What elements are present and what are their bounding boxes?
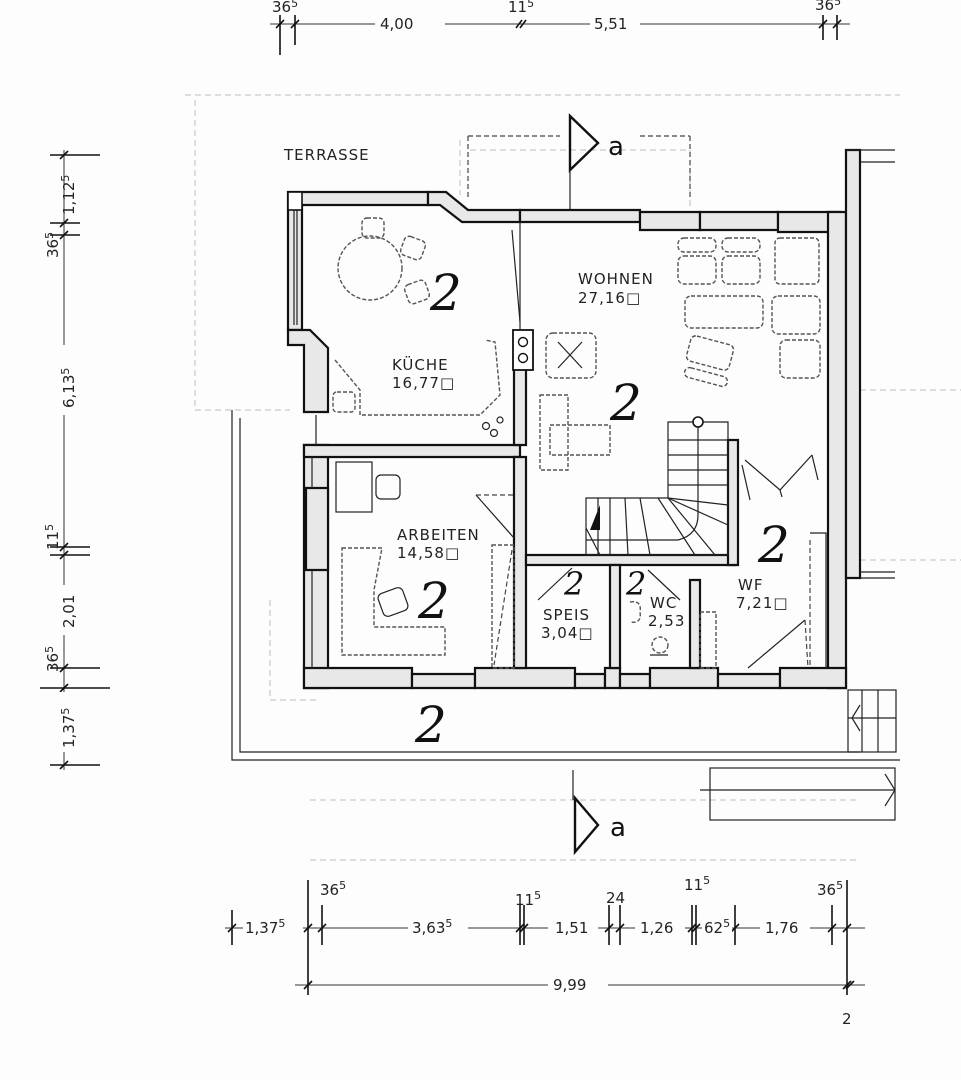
room-area: 14,58 [397, 544, 445, 562]
bottom-dim-5: 1,51 [555, 919, 588, 937]
svg-text:625: 625 [704, 917, 730, 937]
patio-outline [231, 410, 900, 821]
room-name: ARBEITEN [397, 526, 480, 544]
ghost-upper-floor [185, 94, 961, 861]
left-dim-4: 11 [44, 531, 62, 550]
svg-text:3,04□: 3,04□ [541, 624, 594, 642]
room-mark: 2 [625, 565, 646, 603]
svg-text:365: 365 [43, 232, 62, 258]
overall-length: 9,99 [553, 976, 586, 994]
bottom-dim-9: 62 [704, 919, 723, 937]
room-mark: 2 [429, 264, 462, 322]
exterior-walls [286, 148, 895, 690]
room-area: 27,16 [578, 289, 626, 307]
top-dim-3: 11 [508, 0, 527, 16]
staircase [585, 416, 729, 556]
section-marker-bottom: a [572, 770, 626, 856]
left-dim-5: 2,01 [60, 595, 78, 628]
room-speis: SPEIS 3,04□ 2 [541, 565, 594, 642]
svg-text:7,21□: 7,21□ [736, 594, 789, 612]
patio-mark: 2 [414, 696, 447, 754]
svg-text:a: a [610, 813, 626, 843]
svg-text:1,375: 1,375 [59, 708, 78, 748]
bottom-dim-2: 36 [320, 881, 339, 899]
svg-text:115: 115 [43, 524, 62, 550]
hall-doors [699, 454, 827, 669]
svg-text:365: 365 [272, 0, 298, 16]
svg-text:115: 115 [515, 889, 541, 909]
room-mark: 2 [417, 572, 450, 630]
svg-text:1,125: 1,125 [59, 175, 78, 215]
bottom-dim-6: 24 [606, 889, 625, 907]
svg-text:27,16□: 27,16□ [578, 289, 641, 307]
room-wc: WC 2,53 2 [625, 565, 685, 630]
terrace-label: TERRASSE [283, 146, 370, 164]
room-area: 16,77 [392, 374, 440, 392]
room-name: SPEIS [543, 606, 590, 624]
top-dim-5: 36 [815, 0, 834, 14]
svg-text:1,375: 1,375 [245, 917, 285, 937]
svg-text:365: 365 [43, 646, 62, 672]
windows [287, 191, 317, 668]
top-dim-2: 4,00 [380, 15, 413, 33]
top-dim-4: 5,51 [594, 15, 627, 33]
svg-text:14,58□: 14,58□ [397, 544, 460, 562]
pantry-wc-fixtures [537, 567, 681, 656]
left-dim-6: 36 [44, 653, 62, 672]
room-arbeiten: ARBEITEN 14,58□ 2 [397, 526, 480, 630]
room-name: WF [738, 576, 763, 594]
room-wohnen: WOHNEN 27,16□ 2 [578, 270, 654, 432]
svg-text:115: 115 [508, 0, 534, 16]
bottom-dim-1: 1,37 [245, 919, 278, 937]
room-name: WOHNEN [578, 270, 654, 288]
svg-text:365: 365 [815, 0, 841, 14]
bottom-dim-8: 11 [684, 876, 703, 894]
room-mark: 2 [563, 565, 584, 603]
room-mark: 2 [609, 374, 642, 432]
bottom-dim-3: 3,63 [412, 919, 445, 937]
terrace-area: TERRASSE [283, 135, 691, 200]
svg-text:115: 115 [684, 874, 710, 894]
svg-text:365: 365 [817, 879, 843, 899]
top-dimension-chain: 365 4,00 115 5,51 365 [270, 0, 850, 55]
bottom-dim-10: 1,76 [765, 919, 798, 937]
sheet-number: 2 [842, 1010, 852, 1028]
office-furniture [335, 461, 515, 669]
room-wf: WF 7,21□ 2 [736, 516, 790, 612]
room-area: 7,21 [736, 594, 773, 612]
svg-text:a: a [608, 132, 624, 162]
svg-text:6,135: 6,135 [59, 368, 78, 408]
left-dim-1: 1,12 [60, 182, 78, 215]
room-area: 2,53 [648, 612, 685, 630]
svg-text:365: 365 [320, 879, 346, 899]
top-dim-1: 36 [272, 0, 291, 16]
left-dimension-chain: 1,125 365 6,135 115 2,01 365 1,375 [40, 150, 110, 770]
room-kueche: KÜCHE 16,77□ 2 [392, 264, 462, 392]
bottom-dim-7: 1,26 [640, 919, 673, 937]
overall-dimension: 9,99 2 [295, 974, 865, 1028]
bottom-dim-11: 36 [817, 881, 836, 899]
svg-text:3,635: 3,635 [412, 917, 452, 937]
room-area: 3,04 [541, 624, 578, 642]
bottom-dimension-chain: 1,375 365 3,635 115 1,51 24 1,26 115 625… [225, 874, 865, 995]
room-name: KÜCHE [392, 355, 449, 374]
svg-text:2: 2 [414, 696, 447, 754]
left-dim-7: 1,37 [60, 715, 78, 748]
living-furniture [539, 237, 821, 471]
room-mark: 2 [757, 516, 790, 574]
svg-text:16,77□: 16,77□ [392, 374, 455, 392]
room-name: WC [650, 594, 677, 612]
kitchen-furniture [332, 217, 534, 438]
left-dim-3: 6,13 [60, 375, 78, 408]
bottom-dim-4: 11 [515, 891, 534, 909]
left-dim-2: 36 [44, 239, 62, 258]
section-marker-top: a [568, 113, 624, 210]
